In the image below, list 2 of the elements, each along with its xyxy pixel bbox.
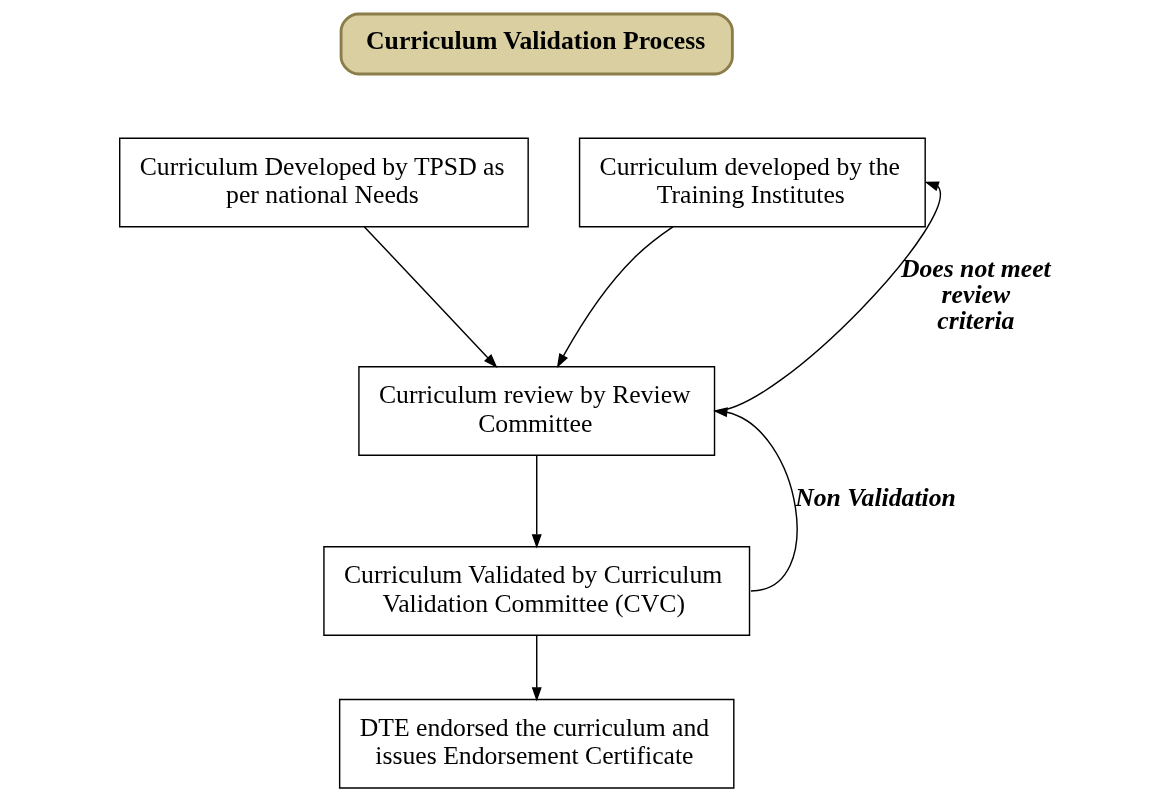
edge-label: Non Validation (795, 482, 956, 512)
edge-label: Does not meet review criteria (900, 254, 1051, 335)
